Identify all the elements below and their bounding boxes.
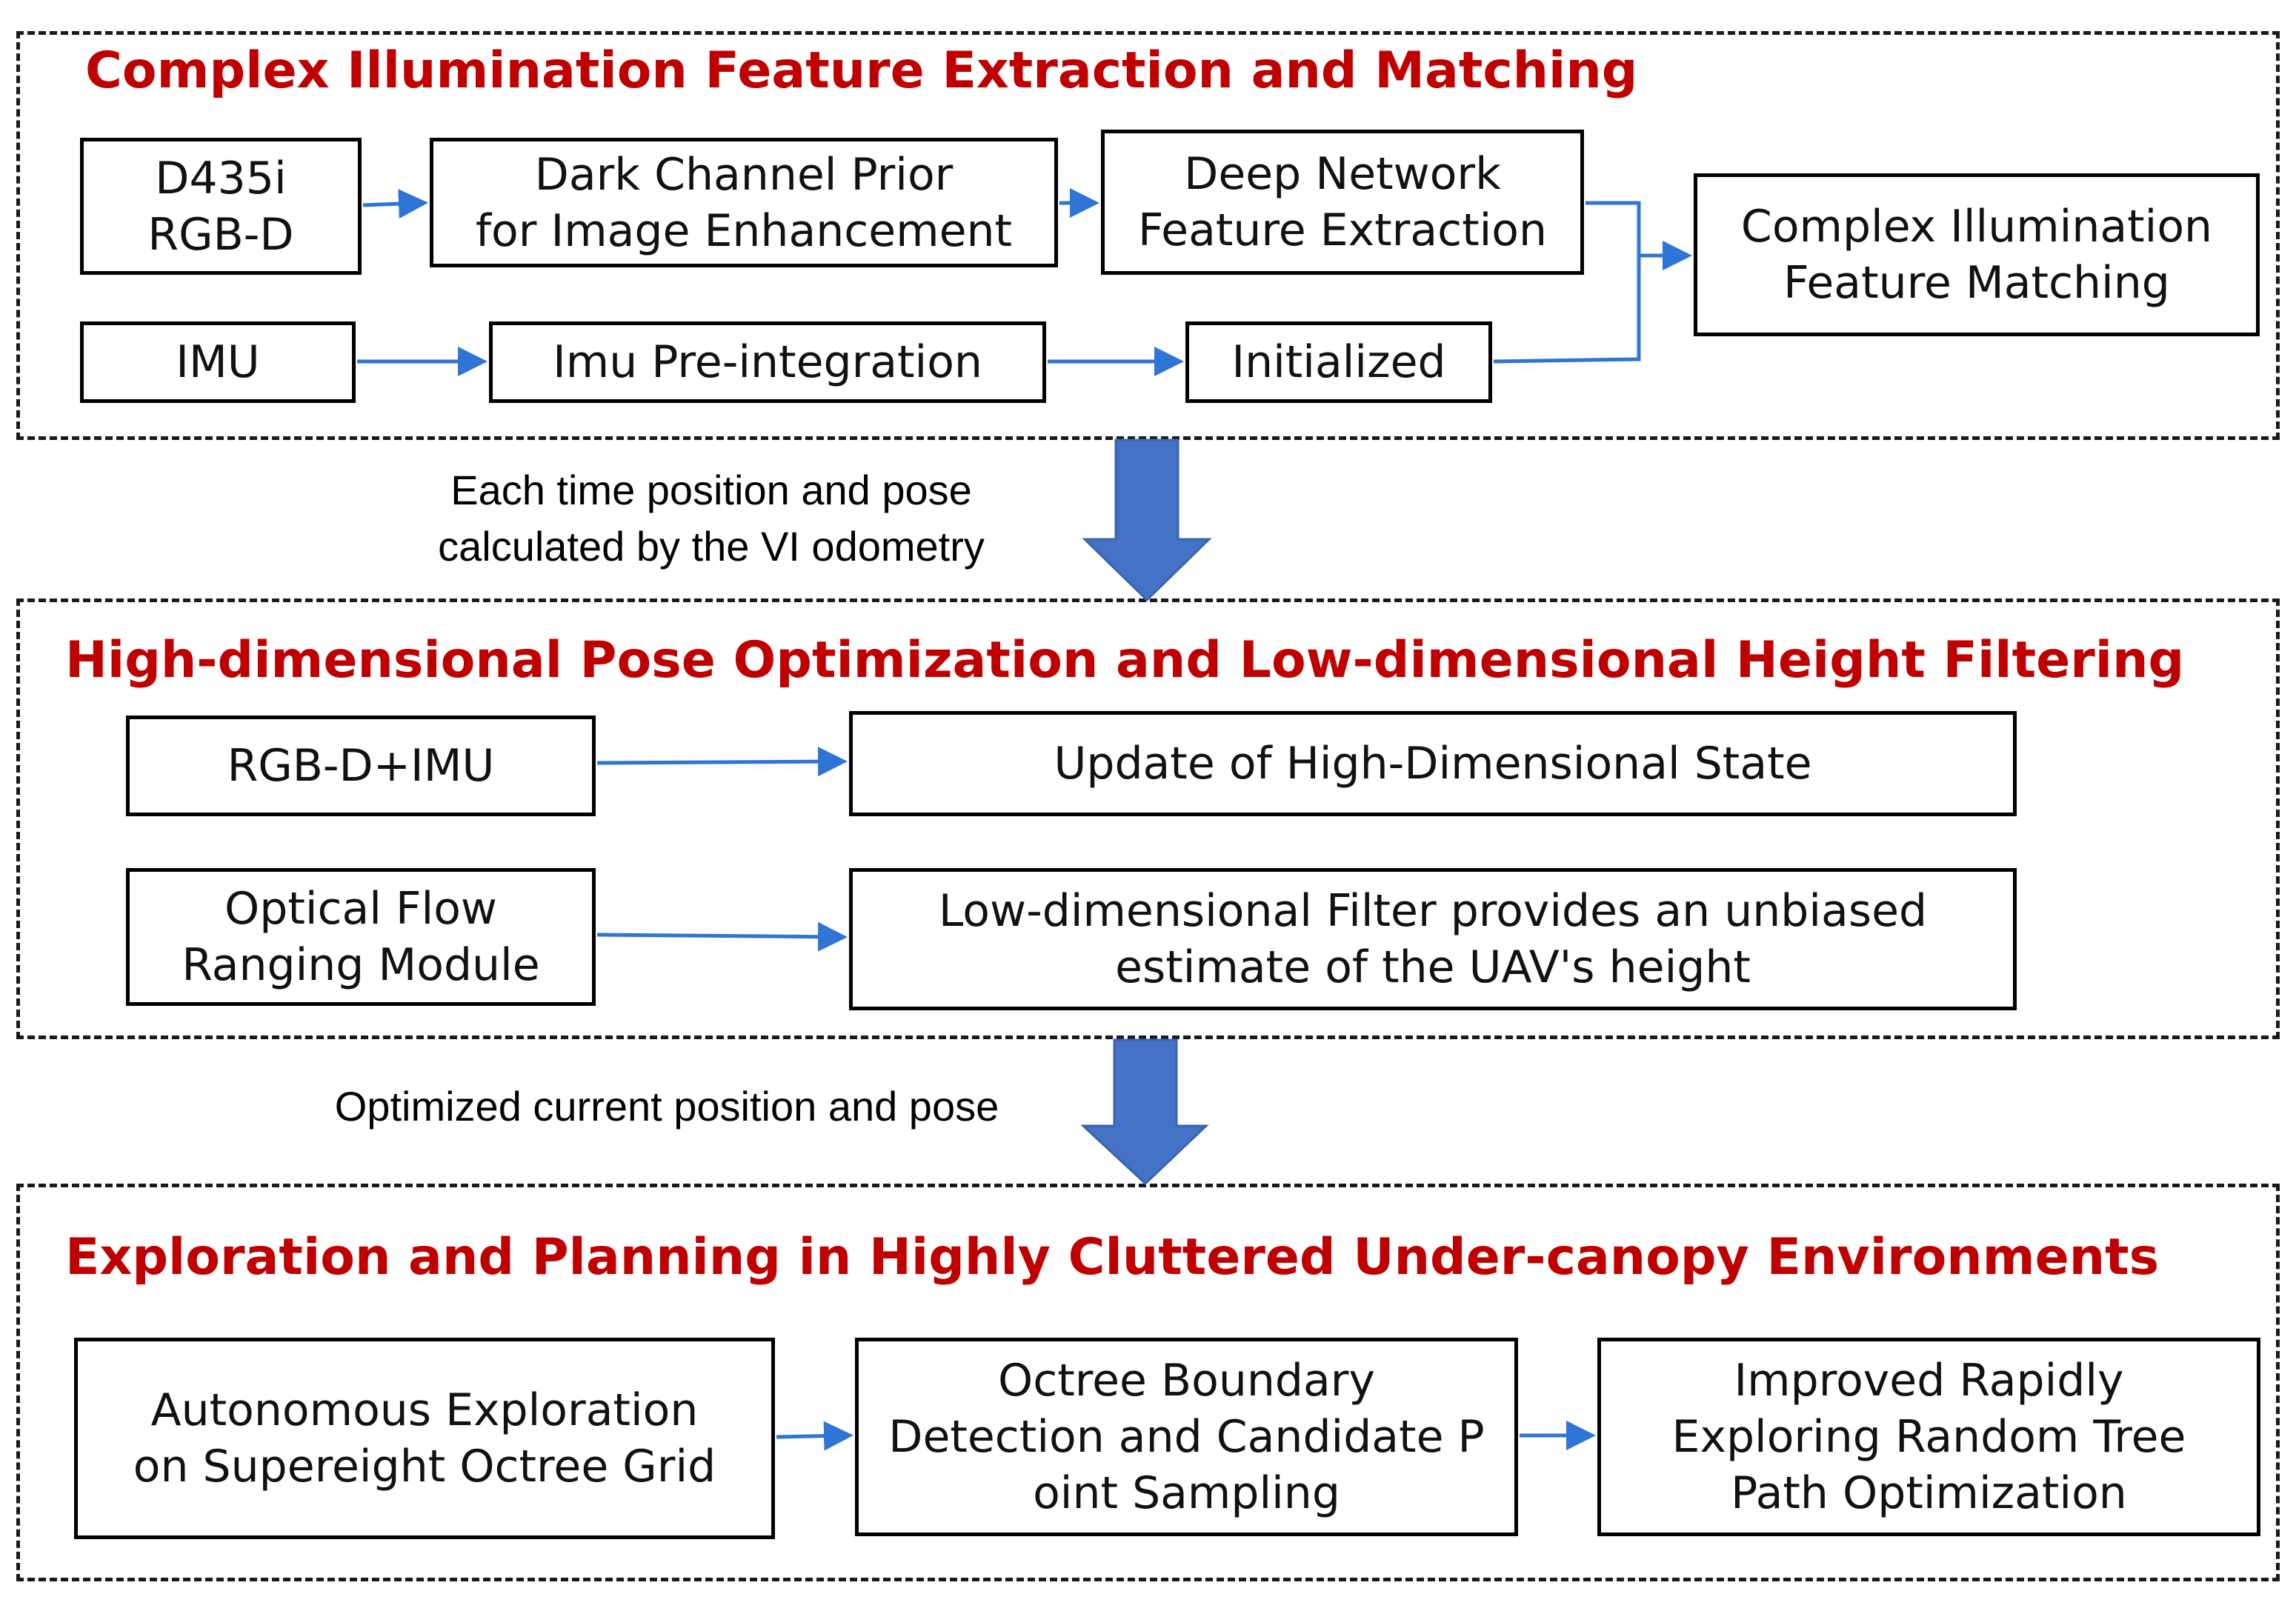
section-title-feature-extraction: Complex Illumination Feature Extraction … — [85, 41, 1638, 100]
box-octree-boundary: Octree Boundary Detection and Candidate … — [855, 1338, 1518, 1536]
arrow-rgbd-imu-to-update — [596, 747, 848, 777]
connector-deep-network-to-matching — [1585, 201, 1641, 256]
box-feature-matching: Complex Illumination Feature Matching — [1694, 173, 2260, 336]
box-dark-channel-prior: Dark Channel Prior for Image Enhancement — [430, 138, 1058, 267]
box-autonomous-exploration: Autonomous Exploration on Supereight Oct… — [74, 1338, 775, 1539]
box-low-dim-filter: Low-dimensional Filter provides an unbia… — [849, 868, 2017, 1010]
box-optical-flow: Optical Flow Ranging Module — [126, 868, 596, 1006]
arrow-optical-flow-to-filter — [596, 921, 848, 952]
section-title-pose-optimization: High-dimensional Pose Optimization and L… — [65, 631, 2185, 690]
box-initialized: Initialized — [1185, 321, 1492, 403]
connector-initialized-to-matching — [1493, 256, 1641, 364]
caption-optimized-pose: Optimized current position and pose — [334, 1083, 999, 1130]
block-arrow-section1-to-section2 — [1082, 438, 1212, 602]
box-imu-preintegration: Imu Pre-integration — [489, 321, 1046, 403]
section-title-exploration-planning: Exploration and Planning in Highly Clutt… — [65, 1228, 2160, 1287]
box-update-high-dim-state: Update of High-Dimensional State — [849, 711, 2017, 816]
arrow-d435i-to-dark-channel — [362, 189, 428, 219]
box-imu: IMU — [80, 321, 356, 403]
box-rgbd-imu: RGB-D+IMU — [126, 716, 596, 816]
block-arrow-section2-to-section3 — [1080, 1038, 1209, 1186]
box-improved-rrt: Improved Rapidly Exploring Random Tree P… — [1597, 1338, 2260, 1536]
section-feature-extraction — [16, 31, 2280, 440]
caption-vi-odometry: Each time position and pose calculated b… — [438, 467, 985, 570]
arrow-autonomous-to-octree — [776, 1421, 853, 1451]
section-exploration-planning — [16, 1184, 2280, 1581]
box-d435i-rgbd: D435i RGB-D — [80, 138, 362, 275]
box-deep-network: Deep Network Feature Extraction — [1101, 130, 1584, 275]
